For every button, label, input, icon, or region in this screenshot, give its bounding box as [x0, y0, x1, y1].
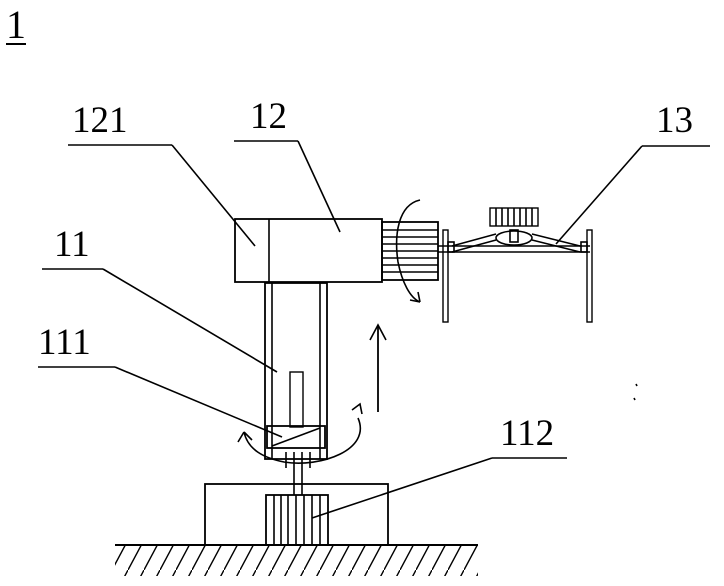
label-12: 12: [234, 96, 340, 232]
label-12-text: 12: [250, 96, 287, 137]
label-11-text: 11: [54, 224, 90, 265]
robot-arm-head: [235, 219, 382, 282]
column-rotation-arrow-icon: [238, 404, 362, 463]
label-121: 121: [68, 100, 255, 246]
label-13: 13: [556, 100, 710, 244]
inner-rod: [290, 372, 303, 427]
ground: [115, 545, 478, 576]
lift-arrow-icon: [370, 325, 386, 412]
stray-marks: [634, 384, 637, 400]
figure-number-text: 1: [6, 2, 26, 47]
label-111: 111: [38, 322, 282, 437]
label-121-text: 121: [72, 100, 128, 141]
label-112: 112: [312, 413, 567, 518]
wrist-coupling: [382, 222, 438, 280]
end-effector: [438, 208, 592, 322]
label-111-text: 111: [38, 322, 91, 363]
base-motor: [266, 495, 328, 545]
figure-number: 1: [6, 2, 26, 47]
rotary-joint: [267, 426, 325, 448]
label-13-text: 13: [656, 100, 693, 141]
label-112-text: 112: [500, 413, 554, 454]
